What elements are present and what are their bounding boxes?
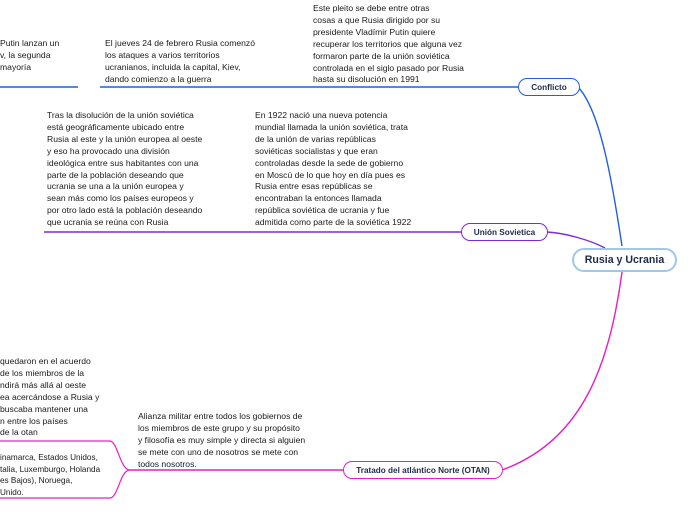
connector-otan-sub-1 <box>109 440 131 471</box>
root-topic-label: Rusia y Ucrania <box>584 254 665 266</box>
connector-root-union <box>546 231 606 249</box>
branch-conflicto[interactable]: Conflicto <box>518 78 580 96</box>
note-conflicto-3: Putin lanzan un v, la segunda mayoría <box>0 38 60 72</box>
root-topic[interactable]: Rusia y Ucrania <box>572 248 677 272</box>
note-otan-2: quedaron en el acuerdo de los miembros d… <box>0 356 100 438</box>
connector-root-conflicto <box>577 86 623 247</box>
note-conflicto-2: El jueves 24 de febrero Rusia comenzó lo… <box>105 38 255 84</box>
note-otan-3: inamarca, Estados Unidos, talia, Luxembu… <box>0 453 101 497</box>
branch-union-sovietica[interactable]: Unión Sovietica <box>461 223 548 241</box>
branch-union-sovietica-label: Unión Sovietica <box>473 227 536 237</box>
branch-otan[interactable]: Tratado del atlántico Norte (OTAN) <box>343 461 503 479</box>
connector-root-otan <box>501 271 623 471</box>
branch-otan-label: Tratado del atlántico Norte (OTAN) <box>356 465 490 475</box>
note-conflicto-1: Este pleito se debe entre otras cosas a … <box>313 3 464 85</box>
branch-conflicto-label: Conflicto <box>531 82 567 92</box>
note-otan-1: Alianza militar entre todos los gobierno… <box>138 411 306 469</box>
note-union-1: En 1922 nació una nueva potencia mundial… <box>255 110 412 228</box>
note-union-2: Tras la disolución de la unión soviética… <box>47 110 203 228</box>
connector-otan-sub-2 <box>109 469 131 499</box>
